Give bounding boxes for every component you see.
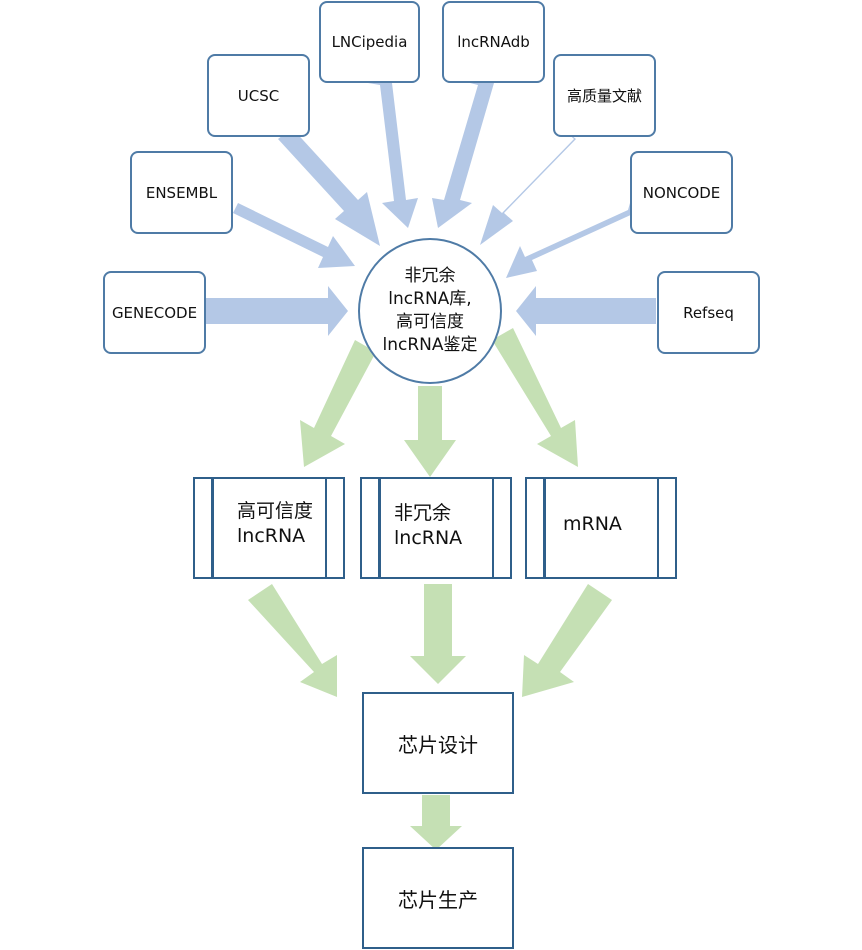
arrow-lncipedia xyxy=(368,83,418,228)
arrow-ensembl xyxy=(233,203,355,268)
arrow-mrna-to-design xyxy=(522,584,612,697)
process-bar-left xyxy=(211,479,214,577)
chip-design-label: 芯片设计 xyxy=(398,732,478,757)
source-literature: 高质量文献 xyxy=(553,54,656,137)
source-refseq: Refseq xyxy=(657,271,760,354)
output-mrna: mRNA xyxy=(525,477,677,579)
arrow-high-confidence-to-design xyxy=(248,584,337,697)
source-label: LNCipedia xyxy=(331,33,408,51)
output-label: 高可信度 lncRNA xyxy=(237,500,314,547)
process-bar-left xyxy=(378,479,381,577)
arrow-to-high-confidence xyxy=(300,340,376,467)
center-label: 非冗余 lncRNA库, 高可信度 lncRNA鉴定 xyxy=(382,266,478,355)
output-label: mRNA xyxy=(563,513,622,535)
source-label: Refseq xyxy=(683,303,734,322)
process-bar-left xyxy=(543,479,546,577)
process-bar-right xyxy=(491,479,494,577)
arrow-noncode xyxy=(506,203,635,278)
source-label: lncRNAdb xyxy=(457,33,530,51)
arrow-to-non-redundant xyxy=(404,386,456,477)
chip-design-box: 芯片设计 xyxy=(362,692,514,794)
arrow-lncrnadb xyxy=(432,83,494,228)
arrow-literature xyxy=(480,128,576,245)
arrow-non-redundant-to-design xyxy=(410,584,466,684)
source-noncode: NONCODE xyxy=(630,151,733,234)
source-ucsc: UCSC xyxy=(207,54,310,137)
output-non-redundant-lncrna: 非冗余 lncRNA xyxy=(360,477,512,579)
arrow-genecode xyxy=(206,286,348,336)
arrow-design-to-production xyxy=(410,795,462,850)
output-label: 非冗余 lncRNA xyxy=(394,502,463,549)
source-genecode: GENECODE xyxy=(103,271,206,354)
chip-production-box: 芯片生产 xyxy=(362,847,514,949)
source-label: 高质量文献 xyxy=(566,87,642,105)
source-lncipedia: LNCipedia xyxy=(319,1,420,83)
arrow-refseq xyxy=(516,286,656,336)
source-label: GENECODE xyxy=(111,303,198,322)
output-high-confidence-lncrna: 高可信度 lncRNA xyxy=(193,477,345,579)
source-lncrnadb: lncRNAdb xyxy=(442,1,545,83)
source-label: UCSC xyxy=(237,86,280,105)
chip-production-label: 芯片生产 xyxy=(398,887,478,912)
center-node: 非冗余 lncRNA库, 高可信度 lncRNA鉴定 xyxy=(358,238,502,384)
process-bar-right xyxy=(324,479,327,577)
source-ensembl: ENSEMBL xyxy=(130,151,233,234)
arrow-to-mrna xyxy=(492,328,578,467)
source-label: ENSEMBL xyxy=(145,183,218,202)
source-label: NONCODE xyxy=(642,183,721,202)
process-bar-right xyxy=(656,479,659,577)
arrow-ucsc xyxy=(278,128,380,246)
